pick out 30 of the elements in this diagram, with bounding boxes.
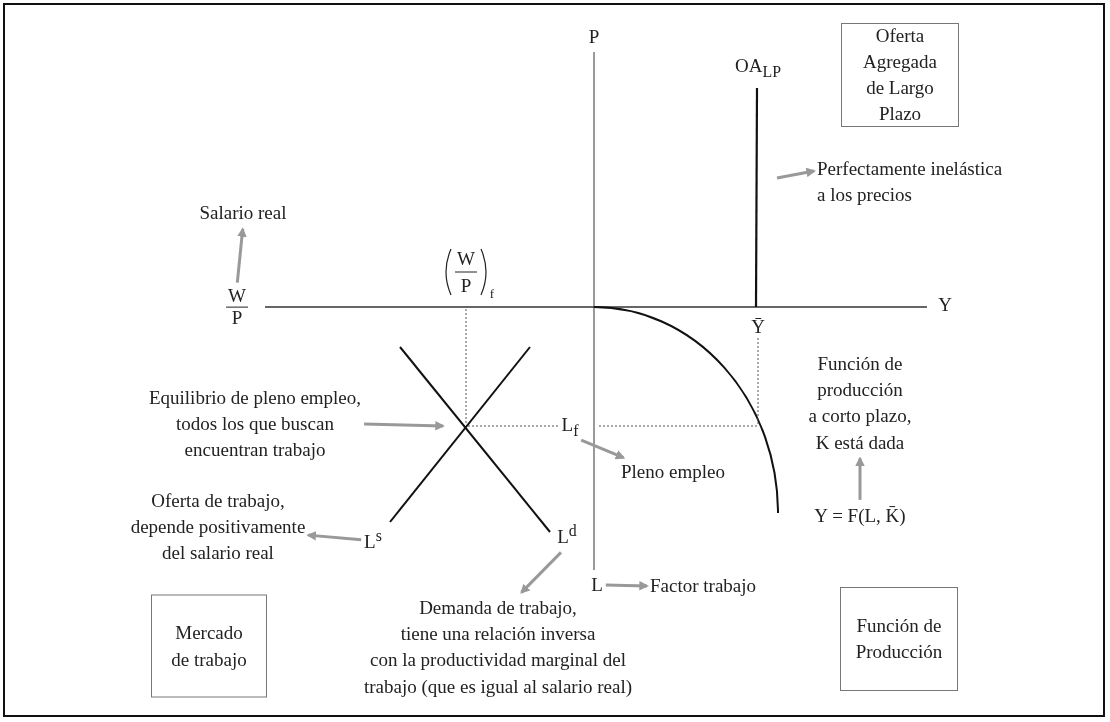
- axis-label: P: [588, 26, 600, 48]
- title-box: Mercado de trabajo: [151, 594, 267, 698]
- annotation-text: Pleno empleo: [621, 458, 725, 486]
- annotation-text: Y = F(L, K̄): [814, 502, 906, 530]
- annotation-text: Oferta de trabajo, depende positivamente del salario real: [130, 487, 306, 567]
- arrow: [855, 456, 865, 500]
- title-box: Función de Producción: [840, 587, 958, 691]
- arrow: [776, 167, 816, 180]
- arrow: [605, 580, 649, 591]
- axis-label: Ȳ: [751, 316, 765, 338]
- annotation-text: L$^{d}$: [557, 519, 577, 551]
- arrow: [580, 438, 626, 460]
- annotation-text: L$_{f}$: [561, 412, 579, 442]
- axis-label: f: [489, 286, 495, 302]
- arrow: [235, 227, 247, 283]
- arrow: [364, 421, 445, 431]
- annotation-text: Perfectamente inelástica a los precios: [817, 155, 1003, 209]
- annotation-text: L$^{s}$: [364, 524, 382, 556]
- axis-label: OA$_{LP}$: [735, 55, 781, 81]
- axis-label: W: [457, 248, 475, 270]
- annotation-text: Función de producción a corto plazo, K está dada: [808, 350, 912, 456]
- arrow: [306, 531, 362, 542]
- arrow: [520, 551, 563, 594]
- annotation-text: Equilibrio de pleno empleo, todos los que buscan encuentran trabajo: [148, 384, 362, 464]
- axis-label: P: [460, 275, 472, 297]
- annotation-text: Salario real: [199, 199, 287, 227]
- annotation-text: Factor trabajo: [650, 572, 757, 600]
- fraction-label: W P: [226, 285, 248, 329]
- title-box: Oferta Agregada de Largo Plazo: [841, 23, 959, 127]
- axis-label: Y: [938, 294, 952, 316]
